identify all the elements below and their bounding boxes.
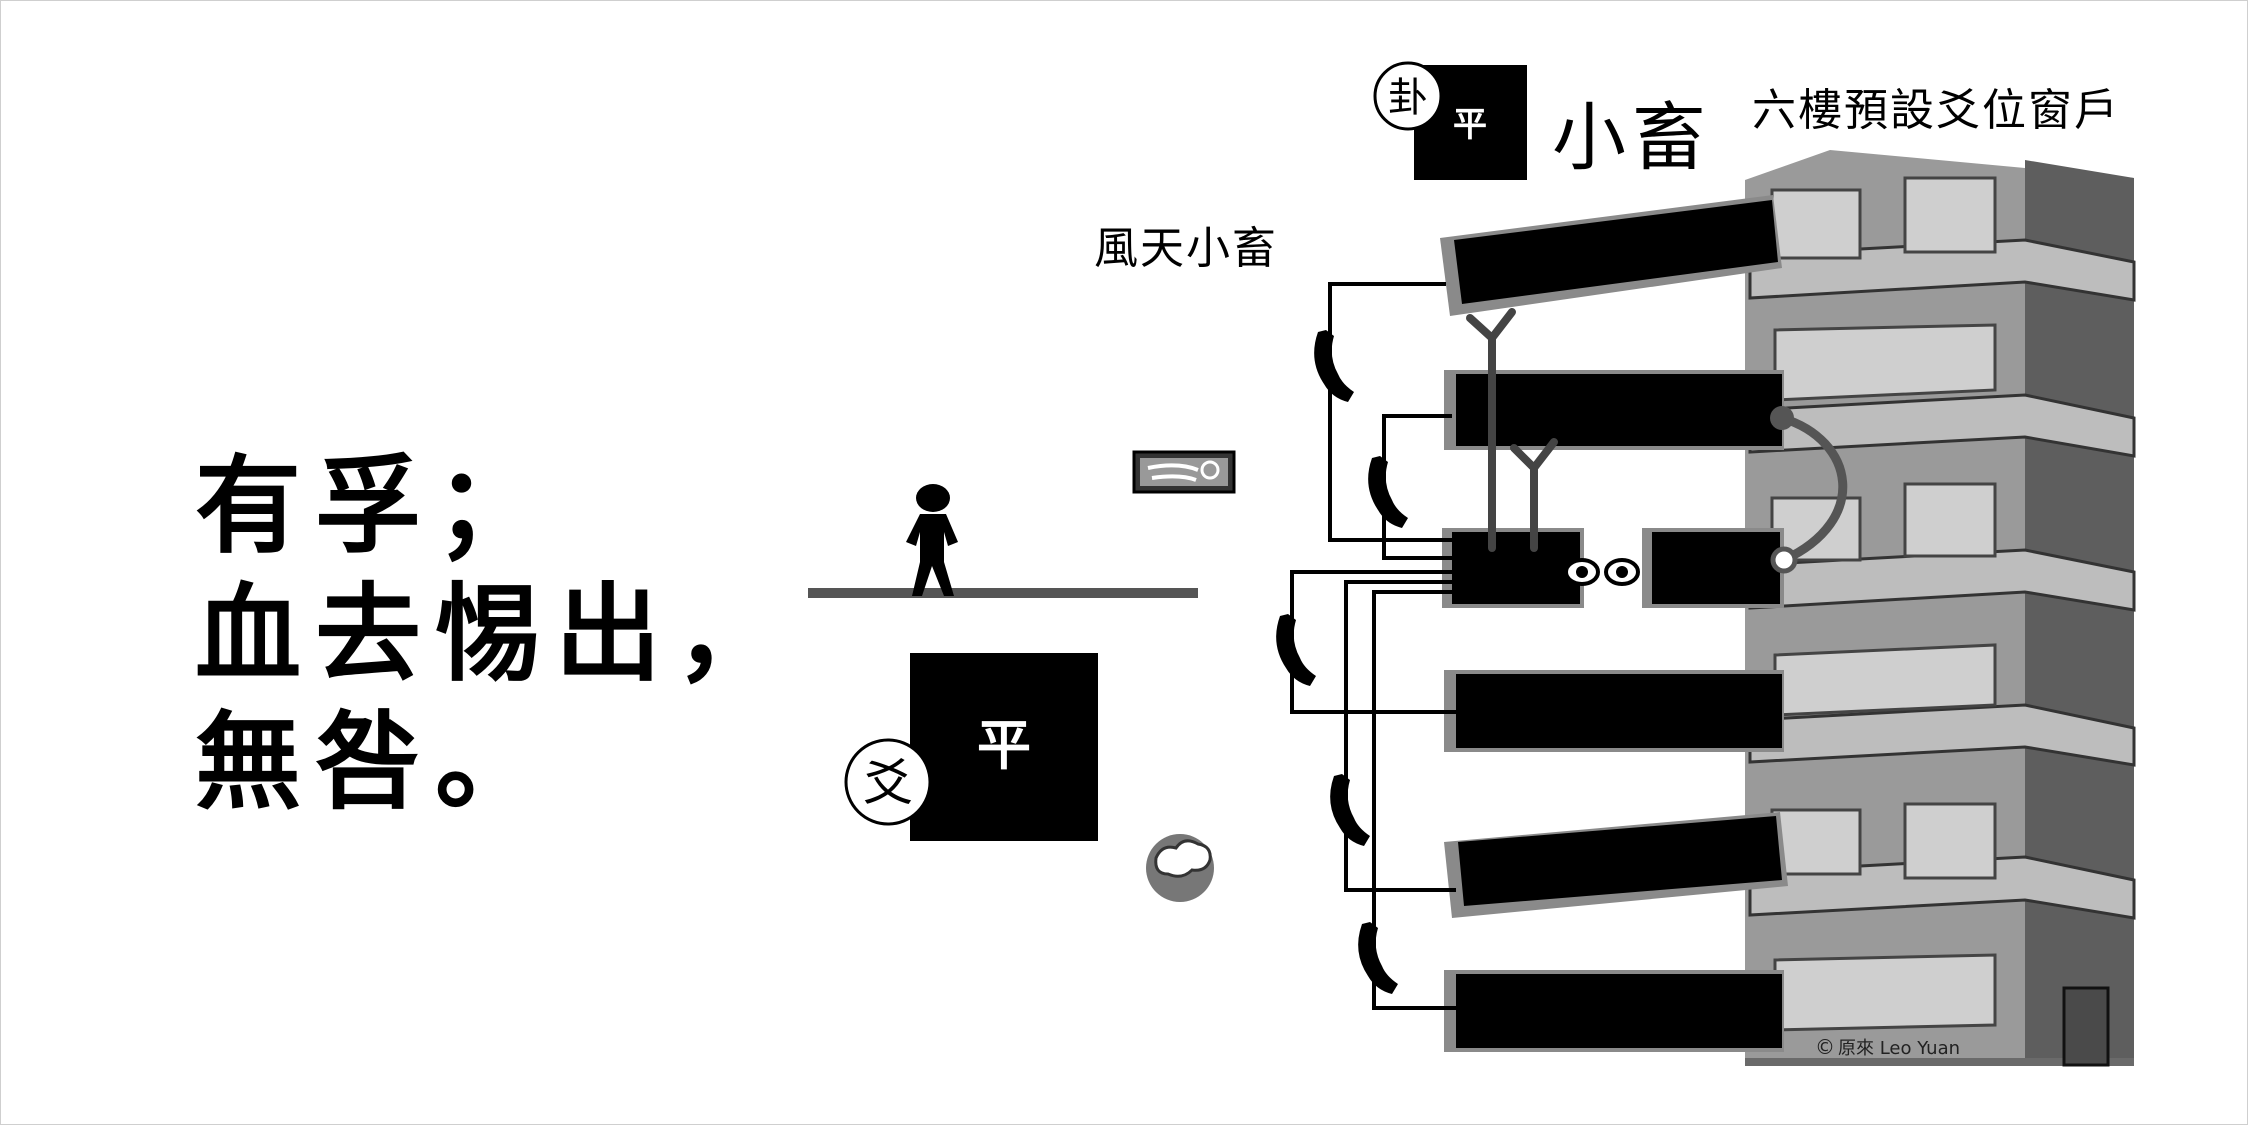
link-dot-top [1770,406,1794,430]
yao-block [910,653,1098,841]
gua-badge-label: 卦 [1388,75,1428,121]
window-1 [1444,970,1784,1052]
link-dot-bottom [1770,546,1798,574]
window-4-right [1642,528,1784,608]
window-note: 六樓預設爻位窗戶 [1752,85,2120,136]
yao-badge-label: 爻 [863,754,913,812]
gua-block-ping-label: 平 [1453,105,1487,145]
yao-block-ping-label: 平 [977,714,1031,777]
phone-icons [1276,330,1408,994]
text-line-2: 血去惕出， [195,573,795,696]
building [1745,150,2136,1067]
window-6 [1440,195,1782,316]
person-icon [906,484,958,596]
window-4-left [1442,528,1584,608]
window-2 [1444,812,1788,918]
wind-sign-icon [1132,450,1236,494]
window-5 [1444,370,1784,450]
phone-wires [1290,282,1456,1010]
text-line-3: 無咎。 [195,701,555,824]
window-3 [1444,670,1784,752]
text-line-1: 有孚； [195,445,555,568]
hexagram-full-name: 風天小畜 [1094,223,1278,274]
yao-badge-circle [844,738,932,826]
gua-badge-circle [1373,61,1443,131]
antenna-links [1466,308,1848,565]
hexagram-title: 小畜 [1552,95,1712,181]
credit-text: 原來 Leo Yuan [1838,1038,1960,1059]
eyes-icon [1564,558,1640,586]
cloud-globe-icon [1146,834,1214,902]
credit-symbol: © [1815,1035,1835,1059]
